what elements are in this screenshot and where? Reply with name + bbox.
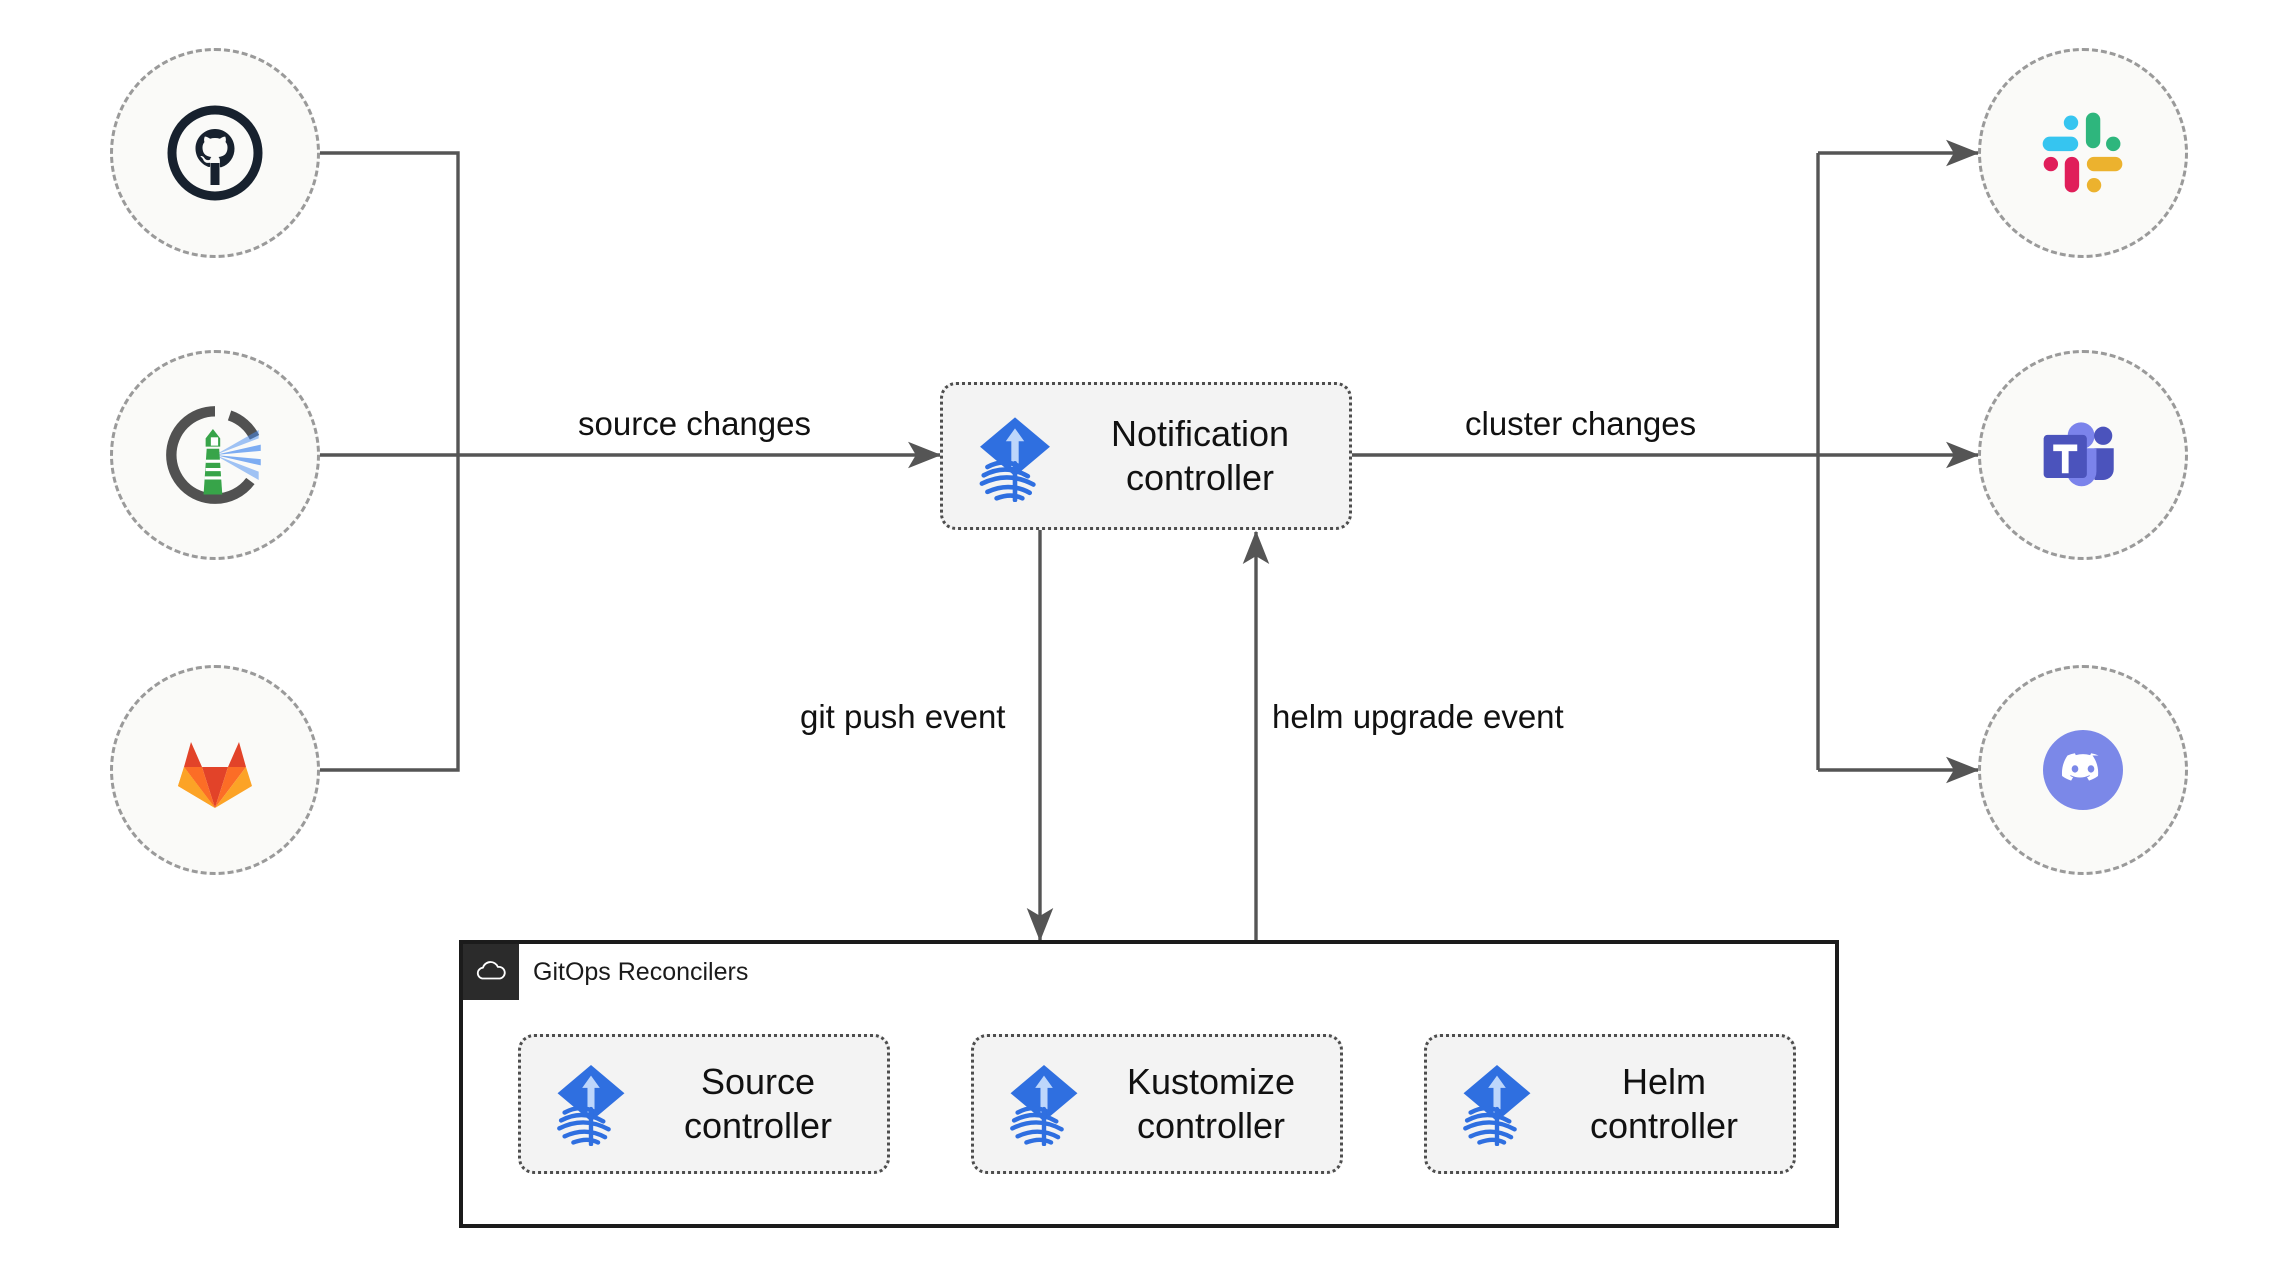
- kustomize-controller-label: Kustomize controller: [1126, 1061, 1296, 1146]
- flux-controller-icon: [547, 1058, 639, 1150]
- gitops-reconcilers-header: GitOps Reconcilers: [463, 944, 748, 1000]
- target-node-teams[interactable]: [1978, 350, 2188, 560]
- notification-controller-label: Notification controller: [1110, 413, 1290, 498]
- helm-controller-label: Helm controller: [1589, 1061, 1739, 1146]
- flux-controller-icon: [1453, 1058, 1545, 1150]
- discord-icon: [2023, 710, 2143, 830]
- edge-label-source-changes: source changes: [578, 405, 811, 442]
- source-controller-label: Source controller: [683, 1061, 833, 1146]
- kustomize-controller-box[interactable]: Kustomize controller: [971, 1034, 1343, 1174]
- wire-gitlab-to-trunk: [316, 455, 460, 772]
- target-node-discord[interactable]: [1978, 665, 2188, 875]
- slack-icon: [2023, 93, 2143, 213]
- source-controller-box[interactable]: Source controller: [518, 1034, 890, 1174]
- flux-controller-icon: [969, 410, 1061, 503]
- flux-controller-icon: [1000, 1058, 1092, 1150]
- wire-github-to-trunk: [316, 151, 460, 455]
- cloud-icon: [463, 944, 519, 1000]
- edge-label-git-push-event: git push event: [800, 698, 1006, 735]
- gitops-reconcilers-container[interactable]: GitOps Reconcilers Source con: [459, 940, 1839, 1228]
- helm-controller-box[interactable]: Helm controller: [1424, 1034, 1796, 1174]
- edge-label-helm-upgrade-event: helm upgrade event: [1272, 698, 1564, 735]
- gitops-reconcilers-title: GitOps Reconcilers: [533, 957, 749, 986]
- notification-controller-box[interactable]: Notification controller: [940, 382, 1352, 530]
- flux-lighthouse-icon: [155, 395, 275, 515]
- microsoft-teams-icon: [2023, 395, 2143, 515]
- edge-label-cluster-changes: cluster changes: [1465, 405, 1697, 442]
- source-node-flux[interactable]: [110, 350, 320, 560]
- source-node-github[interactable]: [110, 48, 320, 258]
- gitlab-icon: [155, 710, 275, 830]
- github-icon: [155, 93, 275, 213]
- source-node-gitlab[interactable]: [110, 665, 320, 875]
- target-node-slack[interactable]: [1978, 48, 2188, 258]
